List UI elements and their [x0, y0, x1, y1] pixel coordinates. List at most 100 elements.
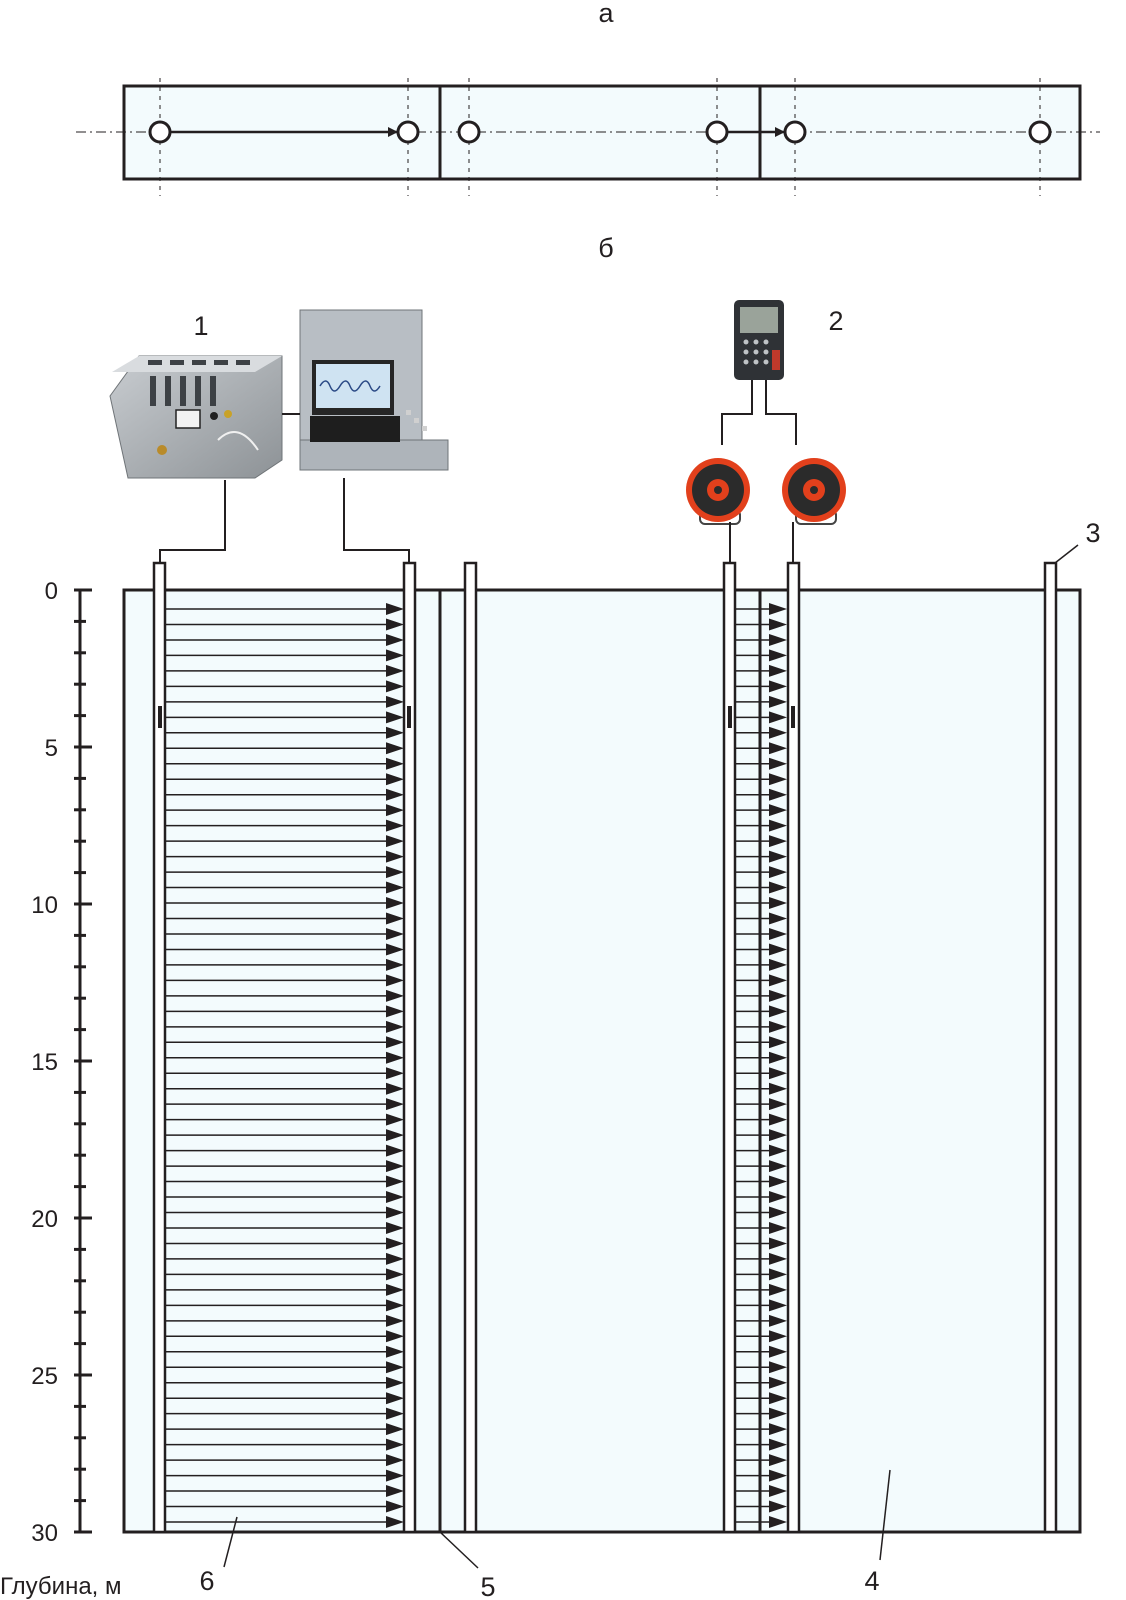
- part-a-label: а: [598, 0, 614, 28]
- sounding-ray-arrowhead: [769, 1314, 787, 1327]
- sounding-ray-arrowhead: [386, 804, 404, 817]
- sounding-ray-arrowhead: [769, 773, 787, 786]
- sounding-ray-arrowhead: [769, 1361, 787, 1374]
- sounding-ray-arrowhead: [386, 726, 404, 739]
- cable-reel-icon: [782, 458, 846, 525]
- sounding-ray-arrowhead: [386, 958, 404, 971]
- sounding-ray-arrowhead: [769, 1020, 787, 1033]
- sounding-ray-arrowhead: [386, 1129, 404, 1142]
- sounding-ray-arrowhead: [769, 897, 787, 910]
- sounding-ray-arrowhead: [769, 695, 787, 708]
- sounding-ray-arrowhead: [769, 819, 787, 832]
- sounding-ray-arrowhead: [386, 1175, 404, 1188]
- sounding-ray-arrowhead: [769, 618, 787, 631]
- depth-tick-label: 25: [31, 1363, 58, 1390]
- plan-hole: [457, 120, 481, 144]
- sounding-ray-arrowhead: [769, 1005, 787, 1018]
- access-tubes: [152, 561, 1058, 1534]
- sounding-ray-arrowhead: [386, 1268, 404, 1281]
- sounding-ray-arrowhead: [386, 927, 404, 940]
- sounding-ray-arrowhead: [769, 1454, 787, 1467]
- callout-4: 4: [864, 1566, 879, 1596]
- sounding-ray-arrowhead: [769, 1283, 787, 1296]
- depth-tick-label: 5: [45, 735, 58, 762]
- sounding-ray-arrowhead: [386, 1221, 404, 1234]
- sounding-ray-arrowhead: [769, 1376, 787, 1389]
- sounding-ray-arrowhead: [386, 757, 404, 770]
- callout-1: 1: [193, 311, 208, 341]
- sounding-ray-arrowhead: [386, 1454, 404, 1467]
- sounding-ray-arrowhead: [769, 1067, 787, 1080]
- sounding-ray-arrowhead: [769, 633, 787, 646]
- sounding-ray-arrowhead: [386, 1283, 404, 1296]
- sounding-ray-arrowhead: [386, 711, 404, 724]
- sounding-ray-arrowhead: [769, 1407, 787, 1420]
- sounding-ray-arrowhead: [386, 1206, 404, 1219]
- sounding-ray-arrowhead: [769, 1252, 787, 1265]
- sounding-ray-arrowhead: [769, 603, 787, 615]
- sounding-ray-arrowhead: [386, 1160, 404, 1173]
- sounding-ray-arrowhead: [769, 1051, 787, 1064]
- sounding-ray-arrowhead: [769, 927, 787, 940]
- sounding-ray-arrowhead: [769, 989, 787, 1002]
- sounding-ray-arrowhead: [386, 1144, 404, 1157]
- depth-tick-label: 10: [31, 892, 58, 919]
- callout-6-leader: [223, 1516, 238, 1568]
- plan-hole: [1028, 120, 1052, 144]
- sounding-ray-arrowhead: [386, 695, 404, 708]
- sounding-ray-arrowhead: [769, 1345, 787, 1358]
- sounding-ray-arrowhead: [769, 1082, 787, 1095]
- sounding-ray-arrowhead: [386, 1376, 404, 1389]
- callout-4-leader: [879, 1469, 891, 1561]
- sounding-ray-arrowhead: [769, 1237, 787, 1250]
- sounding-ray-arrowhead: [386, 1005, 404, 1018]
- sounding-ray-arrowhead: [386, 974, 404, 987]
- sounding-ray-arrowhead: [386, 1051, 404, 1064]
- sounding-ray-arrowhead: [769, 1392, 787, 1405]
- sounding-ray-arrowhead: [769, 866, 787, 879]
- depth-tick-label: 20: [31, 1206, 58, 1233]
- sounding-ray-arrowhead: [386, 1098, 404, 1111]
- seismic-station-with-laptop-icon: [109, 309, 449, 479]
- sounding-ray-arrowhead: [386, 1113, 404, 1126]
- sounding-rays-section-2: [736, 603, 787, 1528]
- sounding-ray-arrowhead: [386, 881, 404, 894]
- sounding-ray-arrowhead: [769, 1206, 787, 1219]
- sounding-ray-arrowhead: [386, 835, 404, 848]
- probes: [158, 706, 795, 728]
- sounding-ray-arrowhead: [386, 1330, 404, 1343]
- sounding-ray-arrowhead: [386, 1020, 404, 1033]
- sounding-ray-arrowhead: [386, 850, 404, 863]
- sounding-ray-arrowhead: [769, 1500, 787, 1513]
- sounding-ray-arrowhead: [386, 1191, 404, 1204]
- sounding-ray-arrowhead: [769, 1129, 787, 1142]
- sounding-ray-arrowhead: [386, 603, 404, 615]
- plan-hole: [705, 120, 729, 144]
- handheld-recorder-icon: [734, 300, 784, 380]
- sounding-ray-arrowhead: [769, 1299, 787, 1312]
- sounding-ray-arrowhead: [769, 742, 787, 755]
- depth-tick-label: 15: [31, 1049, 58, 1076]
- sounding-ray-arrowhead: [386, 742, 404, 755]
- sounding-ray-arrowhead: [386, 618, 404, 631]
- sounding-ray-arrowhead: [386, 1438, 404, 1451]
- sounding-ray-arrowhead: [769, 974, 787, 987]
- sounding-ray-arrowhead: [386, 1361, 404, 1374]
- sounding-ray-arrowhead: [769, 958, 787, 971]
- sounding-ray-arrowhead: [769, 1268, 787, 1281]
- sounding-ray-arrowhead: [386, 1252, 404, 1265]
- callout-3: 3: [1085, 518, 1100, 548]
- sounding-ray-arrowhead: [386, 680, 404, 693]
- pile-sections: [122, 588, 1082, 1534]
- sounding-ray-arrowhead: [386, 664, 404, 677]
- sounding-ray-arrowhead: [769, 1516, 787, 1528]
- sounding-ray-arrowhead: [769, 1144, 787, 1157]
- sounding-ray-arrowhead: [386, 788, 404, 801]
- sounding-ray-arrowhead: [769, 912, 787, 925]
- sounding-ray-arrowhead: [769, 1160, 787, 1173]
- callout-5: 5: [480, 1572, 495, 1600]
- sounding-ray-arrowhead: [386, 649, 404, 662]
- sounding-ray-arrowhead: [769, 788, 787, 801]
- depth-axis-title: Глубина, м: [0, 1573, 122, 1600]
